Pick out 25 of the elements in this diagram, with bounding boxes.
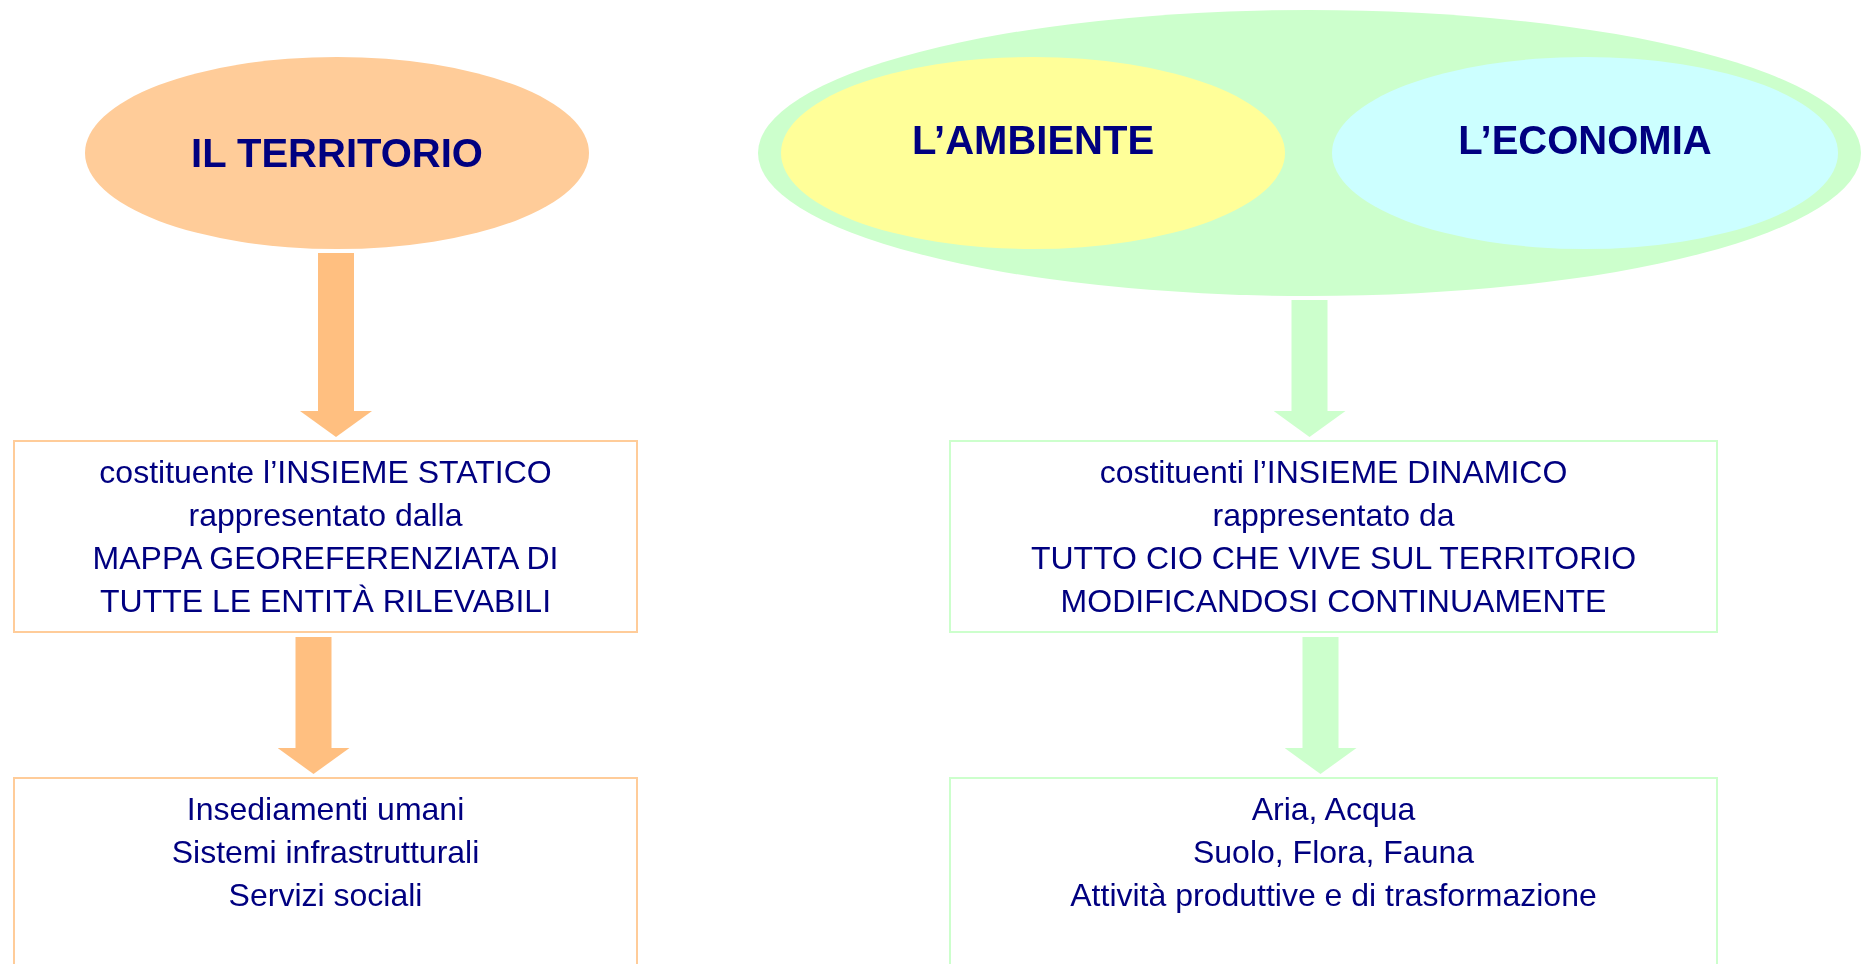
node-text: MODIFICANDOSI CONTINUAMENTE (1060, 581, 1607, 621)
node-text: Sistemi infrastrutturali (171, 832, 480, 872)
node-title: L’ECONOMIA (1458, 117, 1712, 163)
text-box (13, 777, 638, 964)
block-arrow (1273, 300, 1346, 437)
node-text: Servizi sociali (228, 875, 423, 915)
text-box (949, 440, 1718, 633)
node-text: MAPPA GEOREFERENZIATA DI (92, 538, 559, 578)
node-text: Suolo, Flora, Fauna (1192, 832, 1474, 872)
node-text: TUTTE LE ENTITÀ RILEVABILI (99, 581, 552, 621)
node-text: Insediamenti umani (186, 789, 465, 829)
node-text: rappresentato dalla (188, 495, 463, 535)
text-box (13, 440, 638, 633)
node-title: L’AMBIENTE (911, 117, 1155, 163)
block-arrow (1284, 637, 1357, 774)
node-text: Attività produttive e di trasformazione (1070, 875, 1597, 915)
node-text: rappresentato da (1212, 495, 1455, 535)
node-text: costituente l’INSIEME STATICO (99, 452, 552, 492)
block-arrow (300, 253, 372, 437)
node-text: costituenti l’INSIEME DINAMICO (1099, 452, 1568, 492)
text-box (949, 777, 1718, 964)
block-arrow (277, 637, 350, 774)
node-text: TUTTO CIO CHE VIVE SUL TERRITORIO (1030, 538, 1637, 578)
node-title: IL TERRITORIO (191, 130, 483, 176)
node-text: Aria, Acqua (1251, 789, 1416, 829)
